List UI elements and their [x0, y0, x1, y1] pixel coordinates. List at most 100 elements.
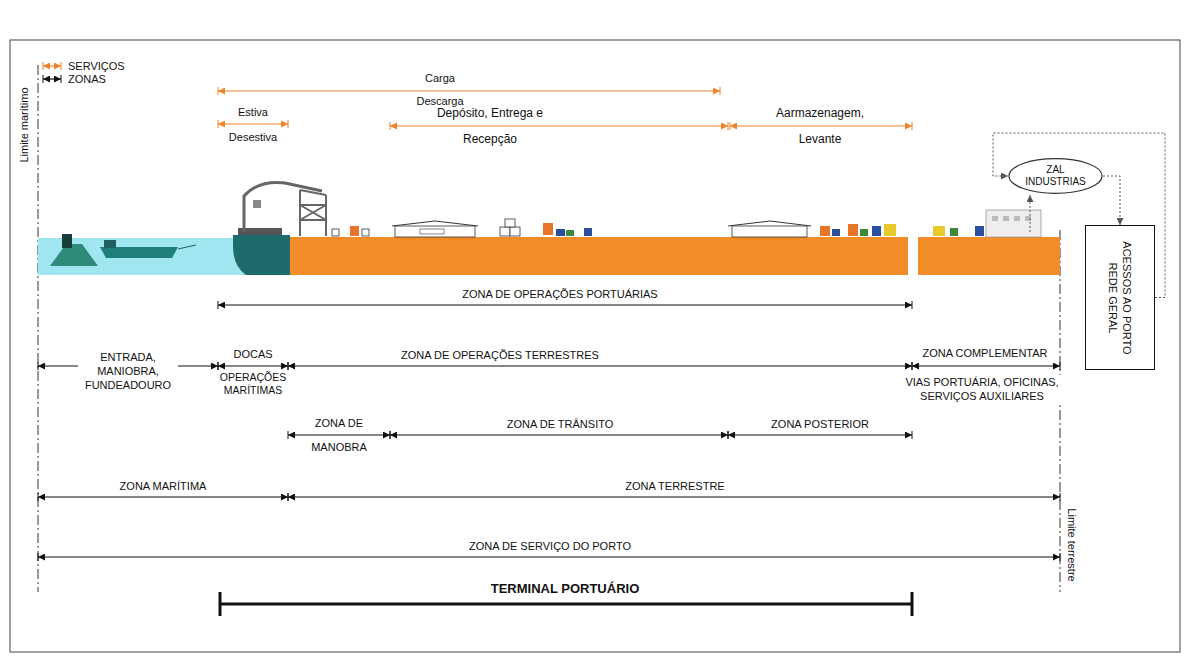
legend-samples: [43, 62, 61, 83]
rect-shape: [510, 227, 520, 236]
arrow-tick: [38, 493, 39, 501]
maritime-limit: [38, 65, 39, 592]
zone-label: ENTRADA, MANIOBRA, FUNDEADOURO: [78, 350, 178, 392]
rect-shape: [500, 227, 510, 236]
arrow-tick: [912, 362, 913, 370]
dimension-arrow: [288, 365, 912, 366]
zone-label: Estiva: [238, 106, 268, 119]
zone-label: Descarga: [416, 95, 463, 108]
access-flow: [1030, 195, 1031, 232]
arrow-tick: [390, 431, 391, 439]
rect-shape: [992, 216, 998, 221]
rect-shape: [732, 226, 807, 237]
line-shape: [43, 78, 61, 79]
zone-label: ZONA MARÍTIMA: [120, 480, 207, 493]
rect-shape: [350, 226, 359, 236]
dimension-arrow: [288, 434, 390, 435]
zone-label: ZONA DE OPERAÇÕES TERRESTRES: [401, 349, 599, 362]
arrow-tick: [912, 301, 913, 309]
frame: [10, 40, 1180, 652]
arrow-tick: [288, 362, 289, 370]
arrow-tick: [728, 431, 729, 439]
rect-shape: [933, 226, 945, 236]
rect-shape: [872, 226, 881, 236]
legend-text: SERVIÇOS: [68, 60, 125, 73]
dimension-arrow: [730, 125, 912, 126]
node-text: ZAL INDUSTRIAS: [1023, 164, 1089, 188]
rect-shape: [584, 228, 592, 236]
dimension-arrow: [218, 90, 720, 91]
arrow-tick: [390, 122, 391, 130]
line-shape: [178, 245, 196, 249]
rect-shape: [104, 240, 116, 248]
arrow-tick: [288, 362, 289, 370]
dimension-arrow: [390, 125, 728, 126]
arrow-tick: [912, 431, 913, 439]
rect-shape: [884, 224, 896, 236]
zone-label: Desestiva: [229, 131, 277, 144]
rect-shape: [62, 234, 72, 248]
rect-shape: [975, 226, 984, 236]
zone-label: ZONA DE TRÂNSITO: [507, 418, 614, 431]
ship: [100, 240, 196, 258]
dimension-arrow: [390, 434, 728, 435]
arrow-tick: [38, 553, 39, 561]
line-shape: [220, 603, 912, 606]
arrow-tick: [288, 493, 289, 501]
path-shape: [244, 183, 322, 232]
rect-shape: [860, 229, 868, 236]
path-shape: [728, 221, 811, 226]
rect-shape: [1014, 216, 1020, 221]
zone-label: ZONA DE SERVIÇO DO PORTO: [469, 540, 631, 553]
dimension-arrow: [218, 304, 912, 305]
land-limit: [1060, 230, 1061, 592]
arrow-tick: [288, 120, 289, 128]
arrow-tick: [1060, 493, 1061, 501]
rect-shape: [1003, 216, 1009, 221]
arrow-tick: [390, 431, 391, 439]
access-box: ACESSOS AO PORTO REDE GERAL: [1085, 225, 1155, 370]
dimension-arrow: [728, 434, 912, 435]
zone-label: OPERAÇÕES MARÍTIMAS: [213, 371, 293, 397]
dimension-arrow: [288, 496, 1060, 497]
arrow-tick: [720, 87, 721, 95]
rect-shape: [420, 229, 444, 234]
arrow-tick: [288, 493, 289, 501]
legend-text: ZONAS: [68, 73, 106, 86]
yard-items: [332, 210, 1041, 237]
zone-label: ZONA DE MANOBRA: [304, 411, 374, 459]
rect-shape: [832, 229, 840, 236]
line-shape: [43, 75, 44, 83]
arrow-tick: [218, 301, 219, 309]
zone-label: VIAS PORTUÁRIA, OFICINAS, SERVIÇOS AUXIL…: [892, 375, 1072, 403]
arrow-tick: [218, 362, 219, 370]
dimension-arrow: [218, 365, 288, 366]
dimension-arrow: [912, 365, 1060, 366]
path-shape: [392, 221, 478, 226]
arrow-tick: [288, 431, 289, 439]
rect-shape: [253, 200, 261, 208]
complementary-land: [918, 237, 1060, 275]
path-shape: [100, 247, 178, 258]
path-shape: [300, 190, 326, 236]
access-connector: [1103, 176, 1120, 225]
node-text: ACESSOS AO PORTO REDE GERAL: [1106, 236, 1134, 360]
zone-label: Aarmazenagem, Levante: [770, 100, 870, 152]
zone-label: ZONA POSTERIOR: [771, 418, 869, 431]
arrow-tick: [218, 120, 219, 128]
path-shape: [50, 244, 98, 266]
path-shape: [233, 235, 290, 275]
zone-label: Limite marítimo: [18, 87, 31, 162]
arrow-tick: [912, 122, 913, 130]
breakwater: [50, 234, 98, 266]
rect-shape: [395, 226, 475, 237]
arrow-tick: [218, 362, 219, 370]
zone-label: Depósito, Entrega e Recepção: [425, 100, 555, 152]
rect-shape: [543, 223, 553, 235]
dimension-arrow: [218, 123, 288, 124]
line-shape: [61, 75, 62, 83]
rect-shape: [556, 229, 565, 236]
